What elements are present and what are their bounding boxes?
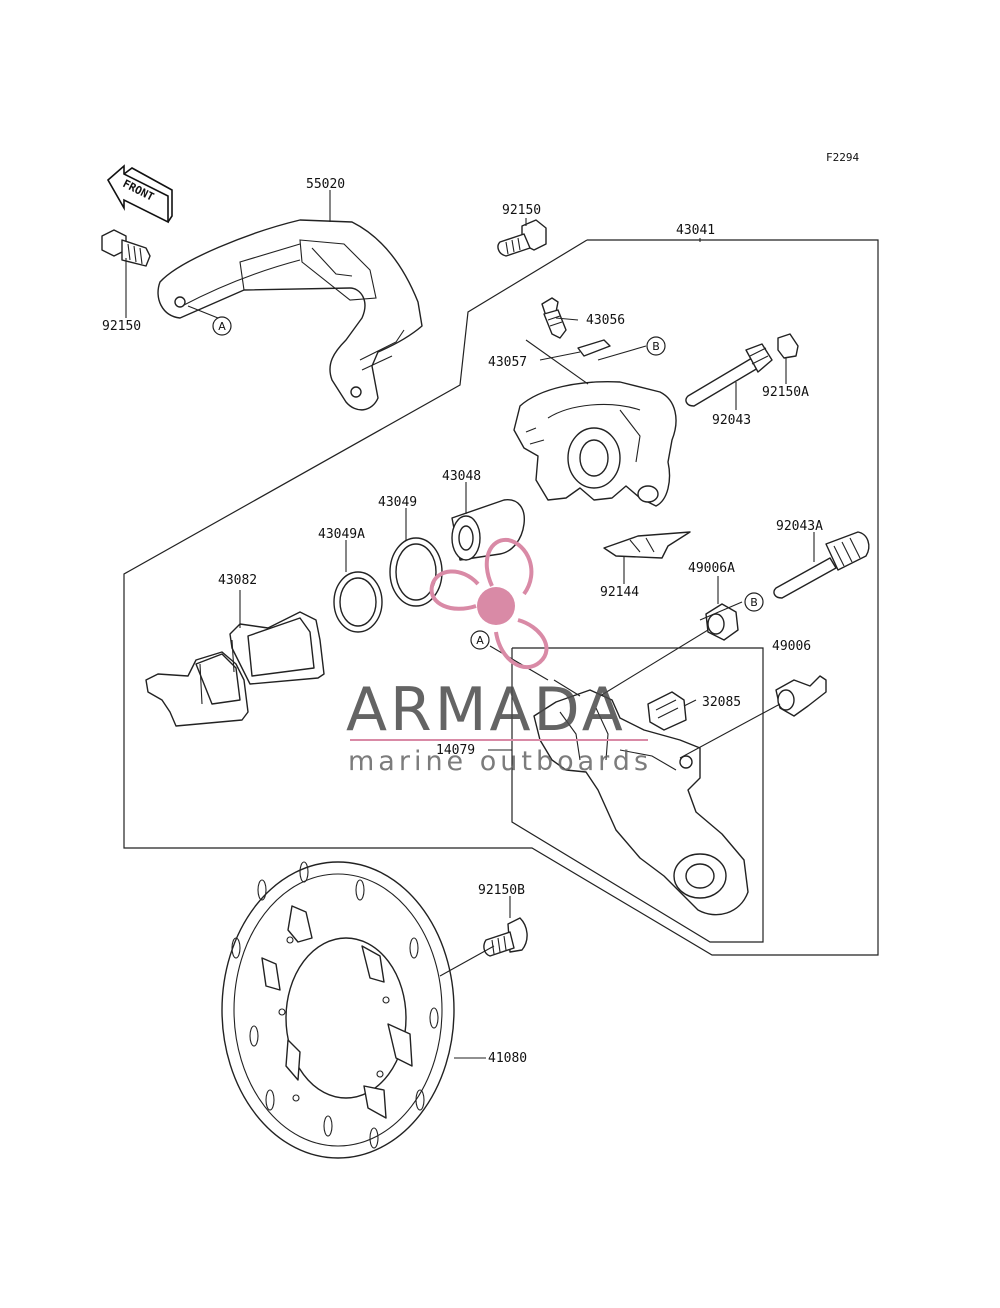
slide-pin-part <box>685 343 773 407</box>
svg-text:B: B <box>652 340 660 353</box>
slide-pin-a-part <box>773 531 870 599</box>
leader-lines <box>125 190 815 1059</box>
disc-bolt-part <box>483 917 528 957</box>
watermark-brand: ARMADA <box>346 675 626 745</box>
ref-marker-a-upper: A <box>212 316 232 336</box>
label-92150-top: 92150 <box>502 203 541 218</box>
label-92150B: 92150B <box>478 883 525 898</box>
label-92043: 92043 <box>712 413 751 428</box>
caliper-assembly-frame <box>123 239 879 956</box>
caliper-body-part <box>513 381 677 507</box>
label-32085: 32085 <box>702 695 741 710</box>
label-43082: 43082 <box>218 573 257 588</box>
label-43049: 43049 <box>378 495 417 510</box>
bleeder-cap-part <box>577 339 611 357</box>
label-43056: 43056 <box>586 313 625 328</box>
label-55020: 55020 <box>306 177 345 192</box>
bleeder-valve-part <box>541 297 567 339</box>
dust-seal-part <box>333 571 383 633</box>
label-43041: 43041 <box>676 223 715 238</box>
ref-marker-b-lower: B <box>744 592 764 612</box>
label-49006: 49006 <box>772 639 811 654</box>
caliper-guard-part <box>157 219 423 411</box>
svg-text:A: A <box>218 320 226 333</box>
bolt-92150-top-part <box>497 219 547 257</box>
brake-disc-part <box>221 861 455 1159</box>
piston-part <box>451 499 525 561</box>
label-92150-left: 92150 <box>102 319 141 334</box>
pin-boot-part <box>775 675 827 717</box>
label-43057: 43057 <box>488 355 527 370</box>
label-14079: 14079 <box>436 743 475 758</box>
label-92043A: 92043A <box>776 519 823 534</box>
diagram-code: F2294 <box>826 151 859 164</box>
pad-spring-part <box>603 531 691 559</box>
pin-boot-a-part <box>705 603 739 641</box>
label-43049A: 43049A <box>318 527 365 542</box>
label-92150A: 92150A <box>762 385 809 400</box>
svg-text:A: A <box>476 634 484 647</box>
label-92144: 92144 <box>600 585 639 600</box>
ref-marker-a-lower: A <box>470 630 490 650</box>
brake-pads-part <box>145 611 325 727</box>
front-arrow-icon: FRONT <box>106 164 173 224</box>
ref-marker-b-upper: B <box>646 336 666 356</box>
armada-watermark: ARMADA marine outboards <box>346 537 652 777</box>
bolt-92150-left-part <box>101 229 151 267</box>
retainer-spring-part <box>647 691 687 731</box>
bracket-subframe <box>511 647 764 943</box>
caliper-bracket-part <box>533 689 749 916</box>
label-49006A: 49006A <box>688 561 735 576</box>
watermark-tagline: marine outboards <box>348 746 652 777</box>
label-43048: 43048 <box>442 469 481 484</box>
svg-text:B: B <box>750 596 758 609</box>
propeller-logo-icon <box>429 537 549 670</box>
pin-plug-part <box>777 333 799 359</box>
label-41080: 41080 <box>488 1051 527 1066</box>
